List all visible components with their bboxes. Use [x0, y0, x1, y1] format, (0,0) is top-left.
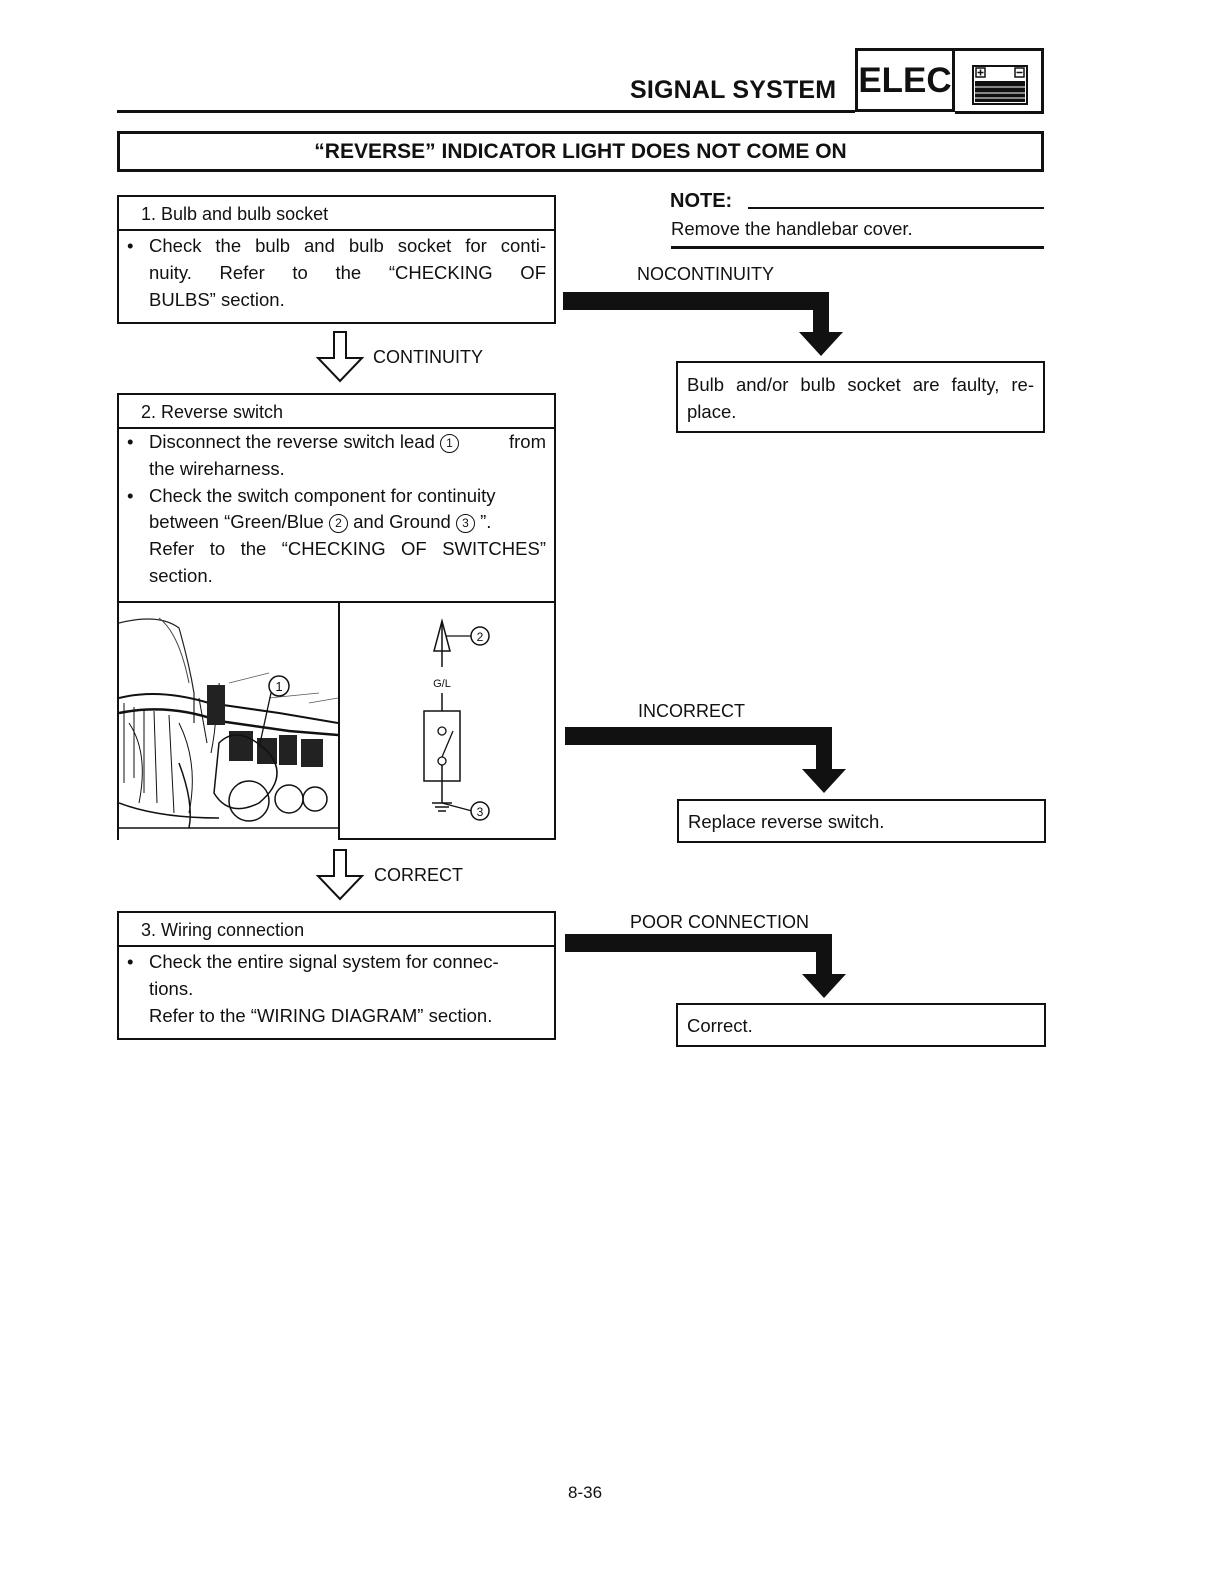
troubleshooting-banner: “REVERSE” INDICATOR LIGHT DOES NOT COME …: [117, 131, 1044, 172]
bulb-faulty-line-1: Bulb and/or bulb socket are faulty, re-: [687, 371, 1034, 398]
step-2-b2-line-4: section.: [149, 563, 546, 590]
note-text: Remove the handlebar cover.: [671, 218, 913, 240]
right-down-arrow-icon: [565, 932, 855, 1000]
note-rule-top: [748, 207, 1044, 209]
wire-color-label: G/L: [433, 678, 451, 690]
schematic-callout-2: 2: [477, 630, 484, 644]
page-number: 8-36: [568, 1483, 602, 1503]
step-1-title: 1. Bulb and bulb socket: [119, 197, 554, 231]
correct-result: Correct.: [676, 1003, 1046, 1047]
section-code-badge: ELEC: [855, 48, 955, 112]
step-3-box: 3. Wiring connection • Check the entire …: [117, 911, 556, 1040]
right-down-arrow-icon: [563, 290, 853, 358]
correct-label: CORRECT: [374, 865, 463, 886]
figure-area: 1 2 G/L 3: [119, 601, 554, 840]
note-title: NOTE:: [670, 190, 732, 213]
header-rule: [117, 110, 855, 113]
right-down-arrow-icon: [565, 725, 855, 795]
down-arrow-icon: [314, 848, 366, 902]
step-1-box: 1. Bulb and bulb socket • Check the bulb…: [117, 195, 556, 324]
step-3-title: 3. Wiring connection: [119, 913, 554, 947]
callout-2-ref: 2: [329, 514, 348, 533]
step-2-b1-from: from: [509, 429, 546, 456]
battery-icon: [955, 51, 1041, 114]
step-2-bullet-1: • Disconnect the reverse switch lead 1 f…: [127, 429, 546, 483]
step-1-line-1: Check the bulb and bulb socket for conti…: [149, 233, 546, 260]
bulb-faulty-result: Bulb and/or bulb socket are faulty, re- …: [676, 361, 1045, 433]
step-2-bullet-2: • Check the switch component for continu…: [127, 483, 546, 590]
callout-1-ref: 1: [440, 434, 459, 453]
reverse-switch-photo: 1: [119, 603, 338, 840]
step-2-b2-line-1: Check the switch component for continuit…: [149, 483, 546, 510]
continuity-label: CONTINUITY: [373, 347, 483, 368]
replace-switch-result: Replace reverse switch.: [677, 799, 1046, 843]
step-2-b2-line-3: Refer to the “CHECKING OF SWITCHES”: [149, 536, 546, 563]
down-arrow-icon: [314, 330, 366, 384]
no-continuity-label: NOCONTINUITY: [637, 264, 774, 285]
photo-callout-1: 1: [275, 679, 282, 694]
poor-connection-label: POOR CONNECTION: [630, 912, 809, 933]
step-3-line-2: tions.: [149, 976, 546, 1003]
step-2-title: 2. Reverse switch: [119, 395, 554, 429]
step-2-b1-line-2: the wireharness.: [149, 456, 546, 483]
step-3-line-3: Refer to the “WIRING DIAGRAM” section.: [149, 1003, 546, 1030]
incorrect-label: INCORRECT: [638, 701, 745, 722]
step-2-b2-line-2: between “Green/Blue 2 and Ground 3 ”.: [149, 509, 546, 536]
note-rule-bottom: [671, 246, 1044, 249]
schematic-callout-3: 3: [477, 805, 484, 819]
step-1-bullet: • Check the bulb and bulb socket for con…: [127, 233, 546, 313]
step-1-line-3: BULBS” section.: [149, 287, 546, 314]
step-2-box: 2. Reverse switch • Disconnect the rever…: [117, 393, 556, 840]
step-3-bullet: • Check the entire signal system for con…: [127, 949, 546, 1029]
bulb-faulty-line-2: place.: [687, 398, 1034, 425]
battery-icon-badge: [955, 48, 1044, 114]
step-1-line-2: nuity. Refer to the “CHECKING OF: [149, 260, 546, 287]
switch-schematic: 2 G/L 3: [340, 603, 554, 840]
callout-3-ref: 3: [456, 514, 475, 533]
step-2-b1-line-1: Disconnect the reverse switch lead 1: [149, 429, 459, 456]
section-title: SIGNAL SYSTEM: [630, 76, 836, 105]
step-3-line-1: Check the entire signal system for conne…: [149, 949, 546, 976]
